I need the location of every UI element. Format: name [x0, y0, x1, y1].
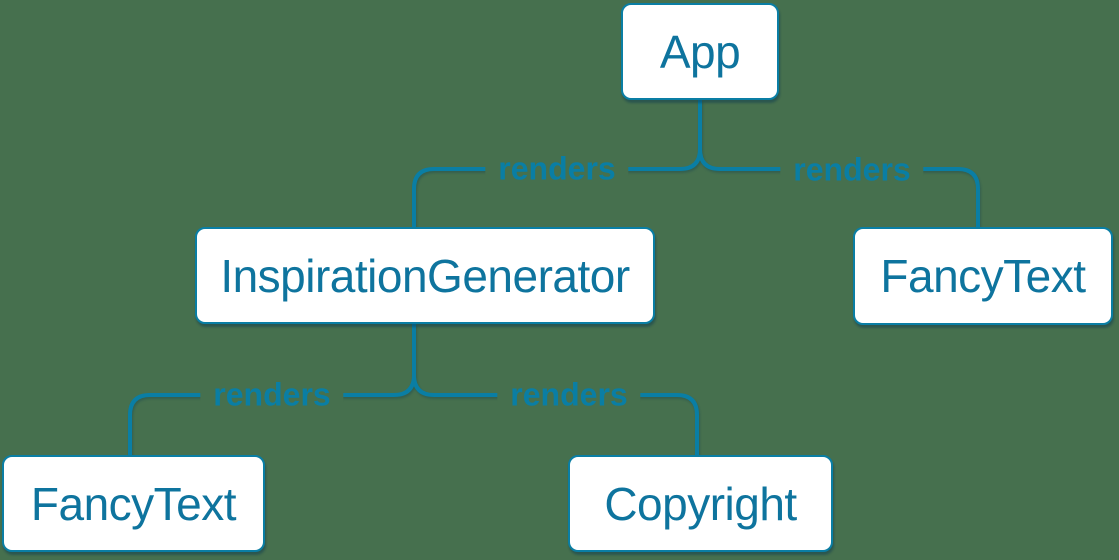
node-fancy-text-top-label: FancyText: [880, 250, 1086, 302]
node-inspiration-generator: InspirationGenerator: [195, 227, 655, 324]
node-fancy-text-top: FancyText: [853, 227, 1113, 325]
node-app: App: [621, 3, 779, 100]
node-fancy-text-bottom: FancyText: [2, 455, 265, 552]
node-app-label: App: [659, 25, 741, 78]
edge-label-renders-app-fancytext: renders: [780, 150, 924, 190]
edge-label-renders-app-ig: renders: [485, 149, 629, 189]
node-copyright: Copyright: [568, 455, 833, 552]
node-copyright-label: Copyright: [604, 477, 797, 530]
edge-label-renders-ig-fancytext: renders: [200, 375, 344, 415]
node-inspiration-generator-label: InspirationGenerator: [220, 249, 630, 302]
node-fancy-text-bottom-label: FancyText: [30, 477, 237, 530]
edge-label-renders-ig-copyright: renders: [497, 375, 641, 415]
